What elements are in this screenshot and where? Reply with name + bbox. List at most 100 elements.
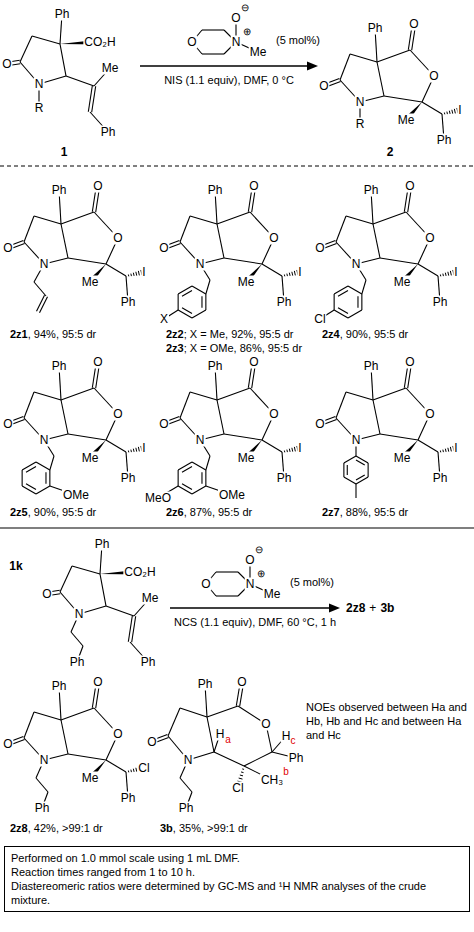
- bond-line: [338, 290, 348, 296]
- atom-label: O: [260, 718, 271, 731]
- hash-bond: [451, 110, 453, 114]
- atom-label: CO₂H: [123, 566, 156, 579]
- charge-sign: ⊕: [257, 569, 265, 579]
- atom-label: O: [41, 588, 52, 601]
- atom-label: Me: [249, 46, 268, 59]
- bond-line: [418, 440, 438, 452]
- hash-bond: [294, 271, 295, 276]
- hash-bond: [135, 272, 137, 276]
- hash-bond: [133, 449, 135, 452]
- hash-bond: [240, 775, 243, 777]
- bond-line: [350, 54, 377, 62]
- compound-caption: 2z4, 90%, 95:5 dr: [322, 328, 408, 341]
- charge-sign: ⊕: [243, 27, 251, 37]
- caption-text: ; X = Me, 92%, 95:5 dr: [184, 328, 294, 341]
- bond-line: [336, 216, 346, 242]
- bond-line: [224, 434, 262, 440]
- compound-number: 2z2: [166, 328, 184, 341]
- position-letter: a: [225, 735, 231, 745]
- bond-line: [355, 484, 356, 498]
- atom-label: O: [404, 356, 415, 369]
- compound-number: 2z4: [322, 328, 340, 341]
- hash-bond: [239, 778, 243, 779]
- bond-line: [49, 470, 50, 486]
- atom-label: Ph: [94, 538, 111, 551]
- atom-label: I: [141, 442, 146, 455]
- bond-line: [373, 224, 380, 258]
- bond-line: [128, 616, 132, 642]
- atom-label: O: [2, 242, 13, 255]
- bond-line: [346, 216, 373, 224]
- atom-label: O: [314, 418, 325, 431]
- caption-text: , 90%, 95:5 dr: [28, 506, 97, 519]
- hash-bond: [133, 769, 135, 772]
- bond-line: [334, 294, 335, 310]
- bond-line: [377, 50, 410, 62]
- reagent-text: NIS (1.1 equiv), DMF, 0 °C: [163, 74, 295, 87]
- bond-line: [217, 212, 250, 224]
- bond-line: [45, 472, 46, 484]
- bond-line: [68, 754, 106, 760]
- atom-label: O: [248, 180, 259, 193]
- compound-number: 1: [61, 146, 68, 159]
- bond-line: [180, 392, 190, 418]
- bond-line: [357, 296, 358, 308]
- atom-label: O: [236, 676, 247, 689]
- compound-number: 2: [387, 146, 394, 159]
- atom-label: Ph: [432, 472, 449, 485]
- compound-caption: 2z7, 88%, 95:5 dr: [322, 506, 408, 519]
- bond-line: [106, 606, 134, 616]
- atom-label: O: [2, 738, 13, 751]
- atom-label: I: [453, 266, 458, 279]
- compound-caption: 2z8, 42%, >99:1 dr: [10, 822, 103, 835]
- atom-label: N: [195, 434, 206, 447]
- atom-label: Ph: [100, 126, 117, 139]
- bond-line: [60, 566, 72, 592]
- bond-line: [190, 392, 217, 400]
- hash-bond: [138, 447, 139, 452]
- bond-line: [207, 717, 214, 752]
- bond-line: [334, 286, 348, 294]
- dashed-separator: [0, 166, 474, 167]
- atom-label: N: [34, 78, 45, 91]
- atom-label: Me: [393, 276, 412, 289]
- atom-label: Ph: [120, 472, 137, 485]
- compound-number: 2z8: [10, 822, 28, 835]
- bond-line: [206, 280, 210, 294]
- bond-line: [182, 290, 192, 296]
- atom-label: Ph: [276, 296, 293, 309]
- bond-line: [61, 720, 68, 754]
- footnote-box: Performed on 1.0 mmol scale using 1 mL D…: [4, 846, 470, 912]
- note-text: NOEs observed between Ha and Hb, Hb and …: [306, 700, 470, 742]
- atom-label: Ph: [51, 184, 68, 197]
- bond-line: [61, 708, 94, 720]
- bond-line: [22, 486, 36, 494]
- hash-bond: [284, 275, 285, 277]
- bond-line: [361, 294, 362, 310]
- hash-bond: [291, 272, 293, 276]
- atom-label: Me: [237, 276, 256, 289]
- bond-line: [61, 400, 68, 434]
- charge-sign: ⊖: [241, 3, 249, 13]
- hash-bond: [289, 449, 291, 452]
- bond-line: [207, 706, 238, 717]
- bond-line: [347, 465, 348, 475]
- bond-line: [343, 463, 344, 477]
- compound-caption: 2z8+3b: [346, 602, 394, 615]
- hash-bond: [130, 770, 132, 773]
- compound-number: 1k: [9, 560, 22, 573]
- bond-line: [178, 470, 179, 486]
- bond-line: [24, 392, 34, 418]
- compound-number: 2z5: [10, 506, 28, 519]
- atom-label: Ph: [140, 656, 157, 669]
- bond-line: [422, 102, 442, 114]
- bond-line: [34, 282, 46, 296]
- atom-label: Me: [141, 592, 160, 605]
- arrow-head: [329, 604, 340, 613]
- bond-line: [50, 456, 54, 470]
- bond-line: [20, 36, 32, 62]
- bond-line: [168, 708, 180, 736]
- atom-label: Me: [397, 114, 416, 127]
- atom-label: O: [112, 232, 123, 245]
- hash-bond: [446, 112, 448, 115]
